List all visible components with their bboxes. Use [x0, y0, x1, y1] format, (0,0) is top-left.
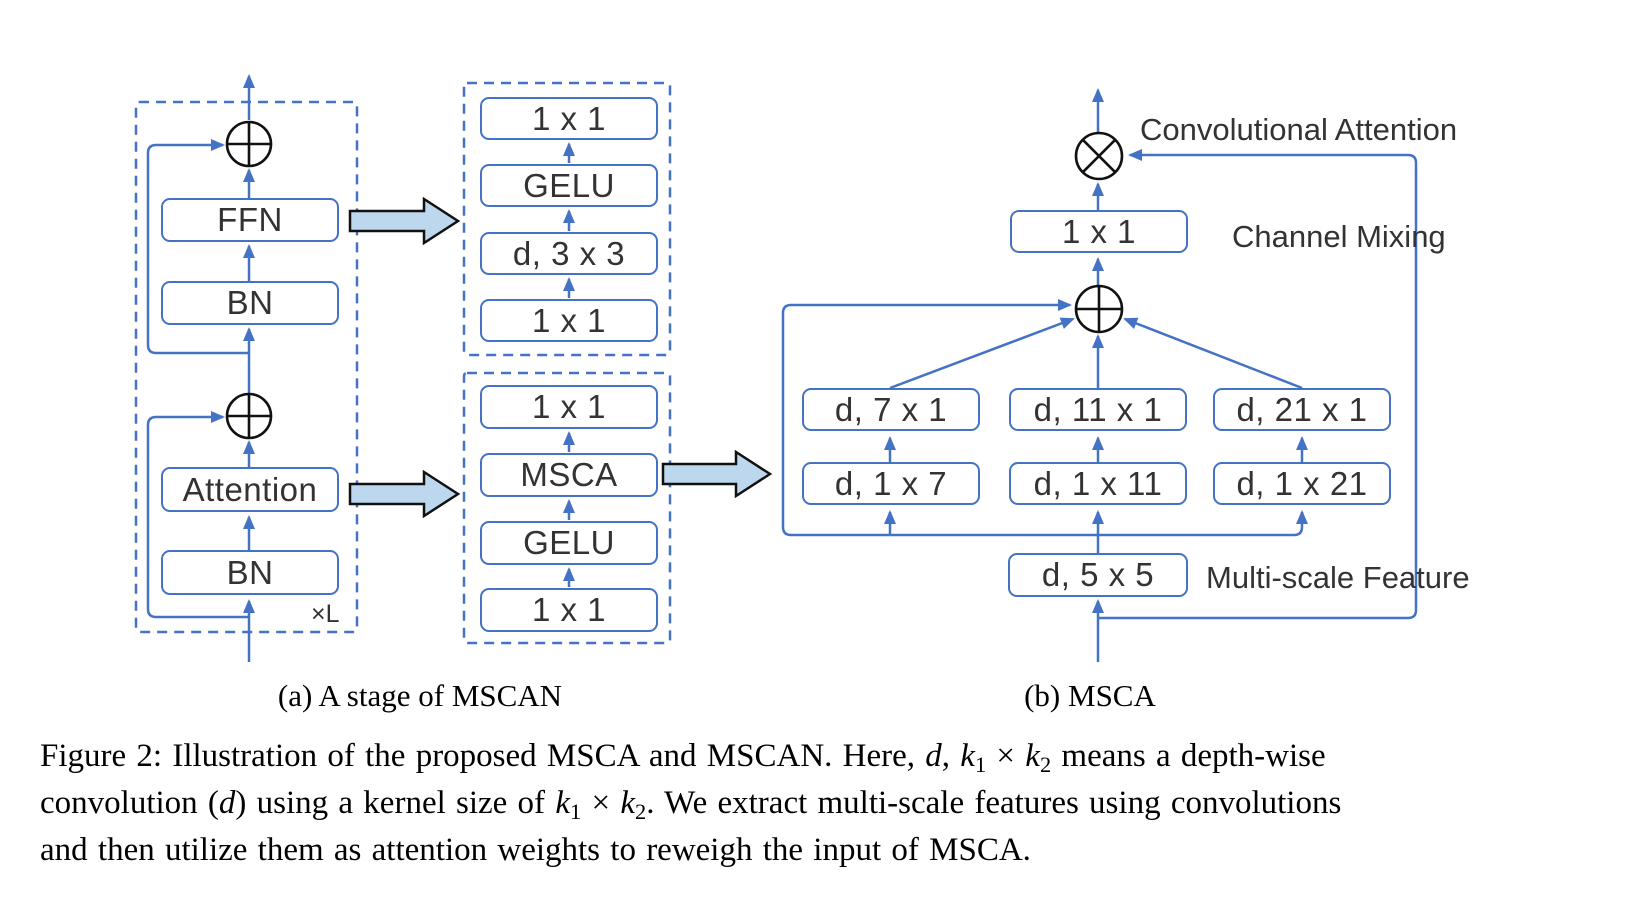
- branch2-dwconv-1x21: d, 1 x 21: [1213, 462, 1391, 505]
- caption-b: (b) MSCA: [1024, 678, 1156, 713]
- ffn-skip-connection: [146, 139, 249, 355]
- branch1-dwconv-11x1: d, 11 x 1: [1009, 388, 1187, 431]
- block-label: 1 x 1: [531, 591, 607, 628]
- msca-expand-arrow-icon: [661, 449, 773, 499]
- ffn-detail-conv1x1-bottom: 1 x 1: [480, 299, 658, 342]
- figure-caption: Figure 2: Illustration of the proposed M…: [40, 734, 1600, 872]
- block-label: d, 7 x 1: [834, 390, 948, 428]
- convolutional-attention-label: Convolutional Attention: [1140, 112, 1458, 147]
- block-label: MSCA: [520, 456, 618, 493]
- attn-detail-conv1x1-top: 1 x 1: [480, 385, 658, 429]
- ffn-expand-arrow-icon: [348, 196, 461, 246]
- ffn-detail-dwconv3x3: d, 3 x 3: [480, 232, 658, 275]
- multi-scale-feature-label: Multi-scale Feature: [1206, 560, 1470, 595]
- block-label: 1 x 1: [1061, 212, 1137, 250]
- block-label: d, 21 x 1: [1236, 390, 1368, 428]
- bn-block-label: BN: [226, 553, 274, 591]
- bn-block-bottom: BN: [161, 550, 339, 595]
- caption-a: (a) A stage of MSCAN: [277, 678, 563, 713]
- attention-skip-connection: [146, 411, 249, 619]
- bn-block-label: BN: [226, 284, 274, 321]
- figure-caption-line: convolution (d) using a kernel size of k…: [40, 785, 1342, 824]
- attention-block: Attention: [161, 467, 339, 512]
- stem-dwconv-5x5: d, 5 x 5: [1008, 553, 1188, 597]
- add-icon: [1074, 284, 1124, 334]
- ffn-detail-conv1x1-top: 1 x 1: [480, 97, 658, 140]
- block-label: d, 1 x 11: [1033, 464, 1163, 502]
- block-label: d, 3 x 3: [512, 234, 626, 272]
- block-label: 1 x 1: [531, 301, 607, 339]
- branch0-dwconv-1x7: d, 1 x 7: [802, 462, 980, 505]
- block-label: 1 x 1: [531, 99, 607, 137]
- block-label: GELU: [523, 524, 615, 561]
- add-icon: [225, 392, 273, 440]
- stage-dashed-border: [134, 100, 359, 634]
- block-label: d, 11 x 1: [1033, 390, 1163, 428]
- block-label: d, 5 x 5: [1041, 556, 1155, 593]
- block-label: GELU: [523, 166, 615, 204]
- attn-detail-conv1x1-bottom: 1 x 1: [480, 588, 658, 632]
- repeat-times-label: ×L: [311, 600, 340, 628]
- multiply-icon: [1074, 131, 1124, 181]
- figure-caption-line: and then utilize them as attention weigh…: [40, 832, 1031, 868]
- attn-detail-msca: MSCA: [480, 453, 658, 497]
- attention-expand-arrow-icon: [348, 469, 461, 519]
- channel-mixing-conv1x1: 1 x 1: [1010, 210, 1188, 253]
- block-label: 1 x 1: [531, 388, 607, 425]
- branch1-dwconv-1x11: d, 1 x 11: [1009, 462, 1187, 505]
- attention-reweigh-path: [1098, 149, 1418, 620]
- figure-caption-line: Figure 2: Illustration of the proposed M…: [40, 738, 1326, 777]
- stage-diagram-lines: [134, 74, 359, 662]
- detail-stack-lines: [462, 81, 672, 645]
- identity-skip-path: [781, 299, 1294, 537]
- branch0-dwconv-7x1: d, 7 x 1: [802, 388, 980, 431]
- attention-block-label: Attention: [182, 470, 318, 508]
- branch2-dwconv-21x1: d, 21 x 1: [1213, 388, 1391, 431]
- block-label: d, 1 x 7: [834, 464, 948, 502]
- ffn-detail-gelu: GELU: [480, 164, 658, 207]
- add-icon: [225, 120, 273, 168]
- block-label: d, 1 x 21: [1236, 464, 1368, 502]
- ffn-block: FFN: [161, 198, 339, 242]
- msca-diagram-lines: [781, 88, 1418, 662]
- ffn-block-label: FFN: [217, 201, 283, 238]
- channel-mixing-label: Channel Mixing: [1232, 219, 1446, 254]
- bn-block-top: BN: [161, 281, 339, 325]
- attn-detail-gelu: GELU: [480, 521, 658, 565]
